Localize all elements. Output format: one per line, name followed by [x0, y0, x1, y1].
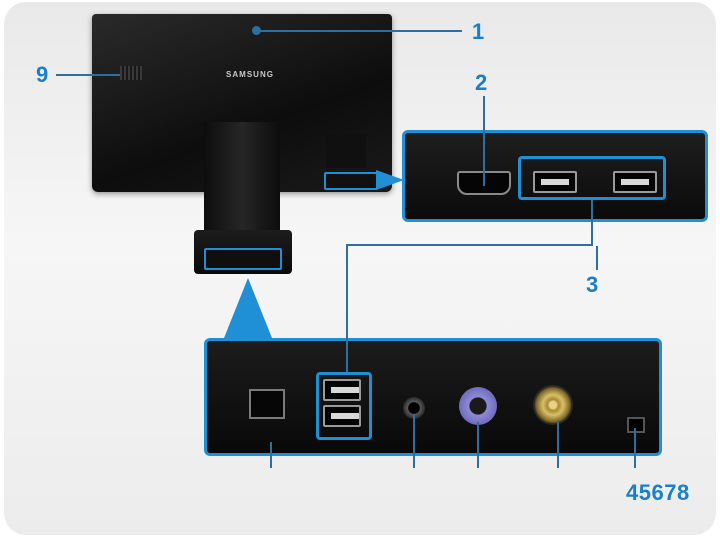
callout-3-leader-up [591, 200, 593, 246]
callout-2-label: 2 [475, 70, 488, 95]
callout-9-leader [56, 74, 120, 76]
callout-6-leader [477, 422, 479, 468]
pointer-to-bottom-zoom [224, 278, 272, 338]
lan-port [249, 389, 285, 419]
callout-4-leader [270, 442, 272, 468]
usb-port-4 [323, 405, 361, 427]
callout-3-label: 3 [586, 272, 599, 297]
stand-neck [204, 122, 280, 242]
base-port-strip-highlight [204, 248, 282, 270]
callout-3-leader-down [346, 244, 348, 372]
brand-logo: SAMSUNG [226, 70, 274, 79]
usb-port-3 [323, 379, 361, 401]
usb-group-outline-upper [518, 156, 666, 200]
callout-8-leader [634, 428, 636, 468]
callout-1-dot [252, 26, 261, 35]
back-port-strip-highlight [324, 172, 378, 190]
zoom-panel-lower [204, 338, 662, 456]
callout-3-leader-label [596, 246, 598, 270]
callout-5-leader [413, 414, 415, 468]
callout-7-leader [557, 422, 559, 468]
speaker-vent [120, 66, 142, 80]
usb-port-1 [533, 171, 577, 193]
antenna-port [533, 385, 573, 425]
ps2-port [459, 387, 497, 425]
security-lock-slot [627, 417, 645, 433]
callout-9-label: 9 [36, 62, 49, 87]
callout-1-label: 1 [472, 19, 485, 44]
usb-port-2 [613, 171, 657, 193]
diagram-canvas: SAMSUNG 1 9 2 3 4567 [4, 2, 716, 535]
usb-group-outline-lower [316, 372, 372, 440]
callout-1-leader [256, 30, 462, 32]
pointer-to-top-zoom [376, 170, 404, 190]
callout-45678-label: 45678 [626, 480, 690, 505]
zoom-panel-upper [402, 130, 708, 222]
audio-jack [403, 397, 425, 419]
back-cover-panel [326, 134, 366, 168]
callout-3-leader-horizontal [346, 244, 592, 246]
callout-2-leader [483, 96, 485, 186]
